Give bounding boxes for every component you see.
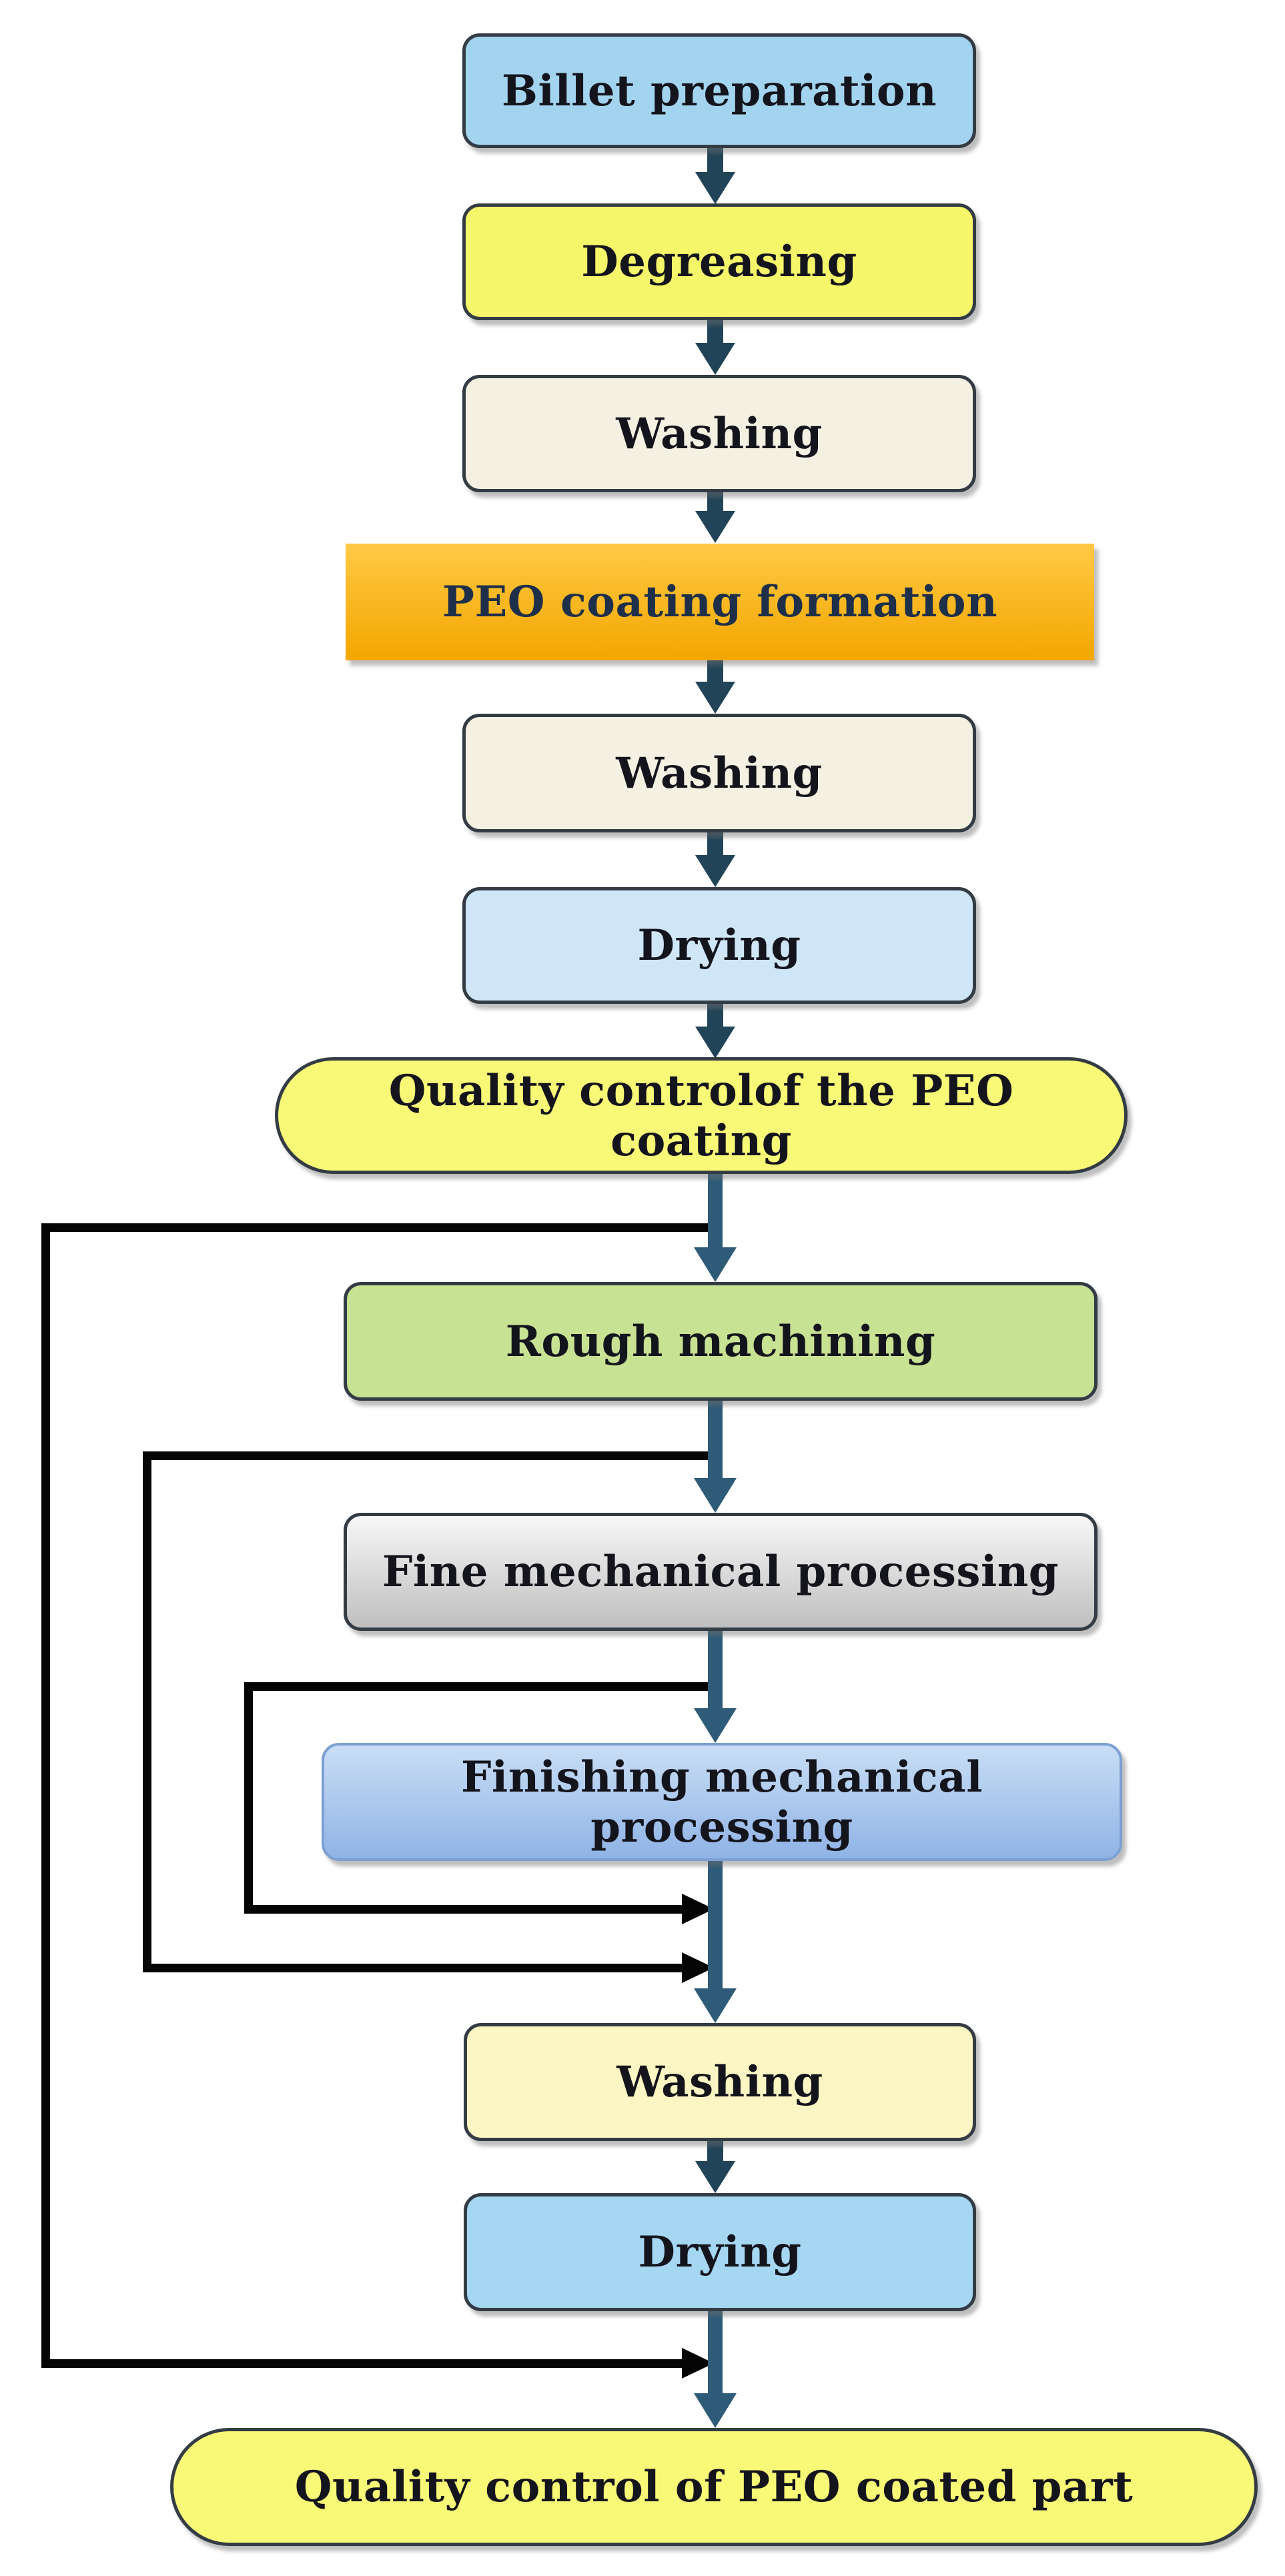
arrow-down-icon <box>694 1478 737 1513</box>
arrow-down-icon <box>707 491 723 512</box>
feedback-line-1-bottom <box>41 2359 683 2368</box>
arrow-down-icon <box>695 172 735 204</box>
arrow-down-icon <box>708 1860 723 1990</box>
arrow-down-icon <box>707 319 723 344</box>
node-label: Degreasing <box>581 237 857 287</box>
arrow-down-icon <box>694 1247 737 1282</box>
feedback-line-2-top <box>147 1451 715 1460</box>
node-quality-control-of-peo-coated-part: Quality control of PEO coated part <box>170 2428 1258 2546</box>
node-label: Fine mechanical processing <box>382 1547 1059 1597</box>
node-drying-2: Drying <box>464 2193 976 2311</box>
feedback-line-3-bottom <box>244 1905 683 1914</box>
feedback-line-3-top <box>248 1682 715 1691</box>
arrow-down-icon <box>708 1630 723 1710</box>
arrow-down-icon <box>707 2140 723 2162</box>
node-fine-mechanical-processing: Fine mechanical processing <box>344 1513 1098 1631</box>
node-label: Quality controlof the PEO coating <box>388 1065 1014 1166</box>
arrow-down-icon <box>707 831 723 856</box>
node-label: Drying <box>637 920 801 971</box>
arrow-down-icon <box>695 2161 735 2193</box>
node-finishing-mechanical-processing: Finishing mechanical processing <box>322 1743 1122 1861</box>
feedback-line-3-vertical <box>244 1682 253 1914</box>
arrow-down-icon <box>695 511 735 543</box>
node-label: PEO coating formation <box>442 577 998 627</box>
node-peo-coating-formation: PEO coating formation <box>346 544 1094 660</box>
feedback-line-1-vertical <box>41 1223 50 2368</box>
arrow-down-icon <box>694 1708 737 1743</box>
node-label: Finishing mechanical processing <box>460 1752 983 1852</box>
node-degreasing: Degreasing <box>462 203 976 320</box>
node-label: Rough machining <box>505 1316 936 1367</box>
feedback-line-2-vertical <box>143 1451 151 1972</box>
node-washing-2: Washing <box>462 714 976 832</box>
arrow-down-icon <box>707 1003 723 1028</box>
node-label: Billet preparation <box>501 65 937 116</box>
arrow-down-icon <box>707 659 723 683</box>
node-label: Washing <box>616 2057 823 2107</box>
node-label: Washing <box>616 408 823 459</box>
arrow-down-icon <box>695 682 735 714</box>
node-billet-preparation: Billet preparation <box>462 33 976 148</box>
node-washing-3: Washing <box>464 2023 976 2141</box>
arrow-down-icon <box>708 1172 723 1248</box>
arrow-down-icon <box>708 1399 723 1479</box>
arrow-down-icon <box>695 1027 735 1059</box>
arrow-down-icon <box>708 2310 723 2395</box>
arrow-down-icon <box>694 2393 737 2428</box>
node-label: Washing <box>616 748 823 798</box>
arrow-down-icon <box>695 343 735 375</box>
node-rough-machining: Rough machining <box>344 1282 1098 1401</box>
node-drying-1: Drying <box>462 887 976 1004</box>
node-label: Quality control of PEO coated part <box>294 2462 1134 2512</box>
arrow-down-icon <box>707 147 723 173</box>
feedback-line-2-bottom <box>143 1964 683 1972</box>
node-quality-control-of-the-peo-coating: Quality controlof the PEO coating <box>275 1057 1128 1174</box>
arrow-down-icon <box>694 1988 737 2023</box>
node-washing-1: Washing <box>462 375 976 492</box>
arrow-down-icon <box>695 855 735 887</box>
node-label: Drying <box>638 2227 802 2277</box>
feedback-line-1-top <box>43 1223 715 1232</box>
